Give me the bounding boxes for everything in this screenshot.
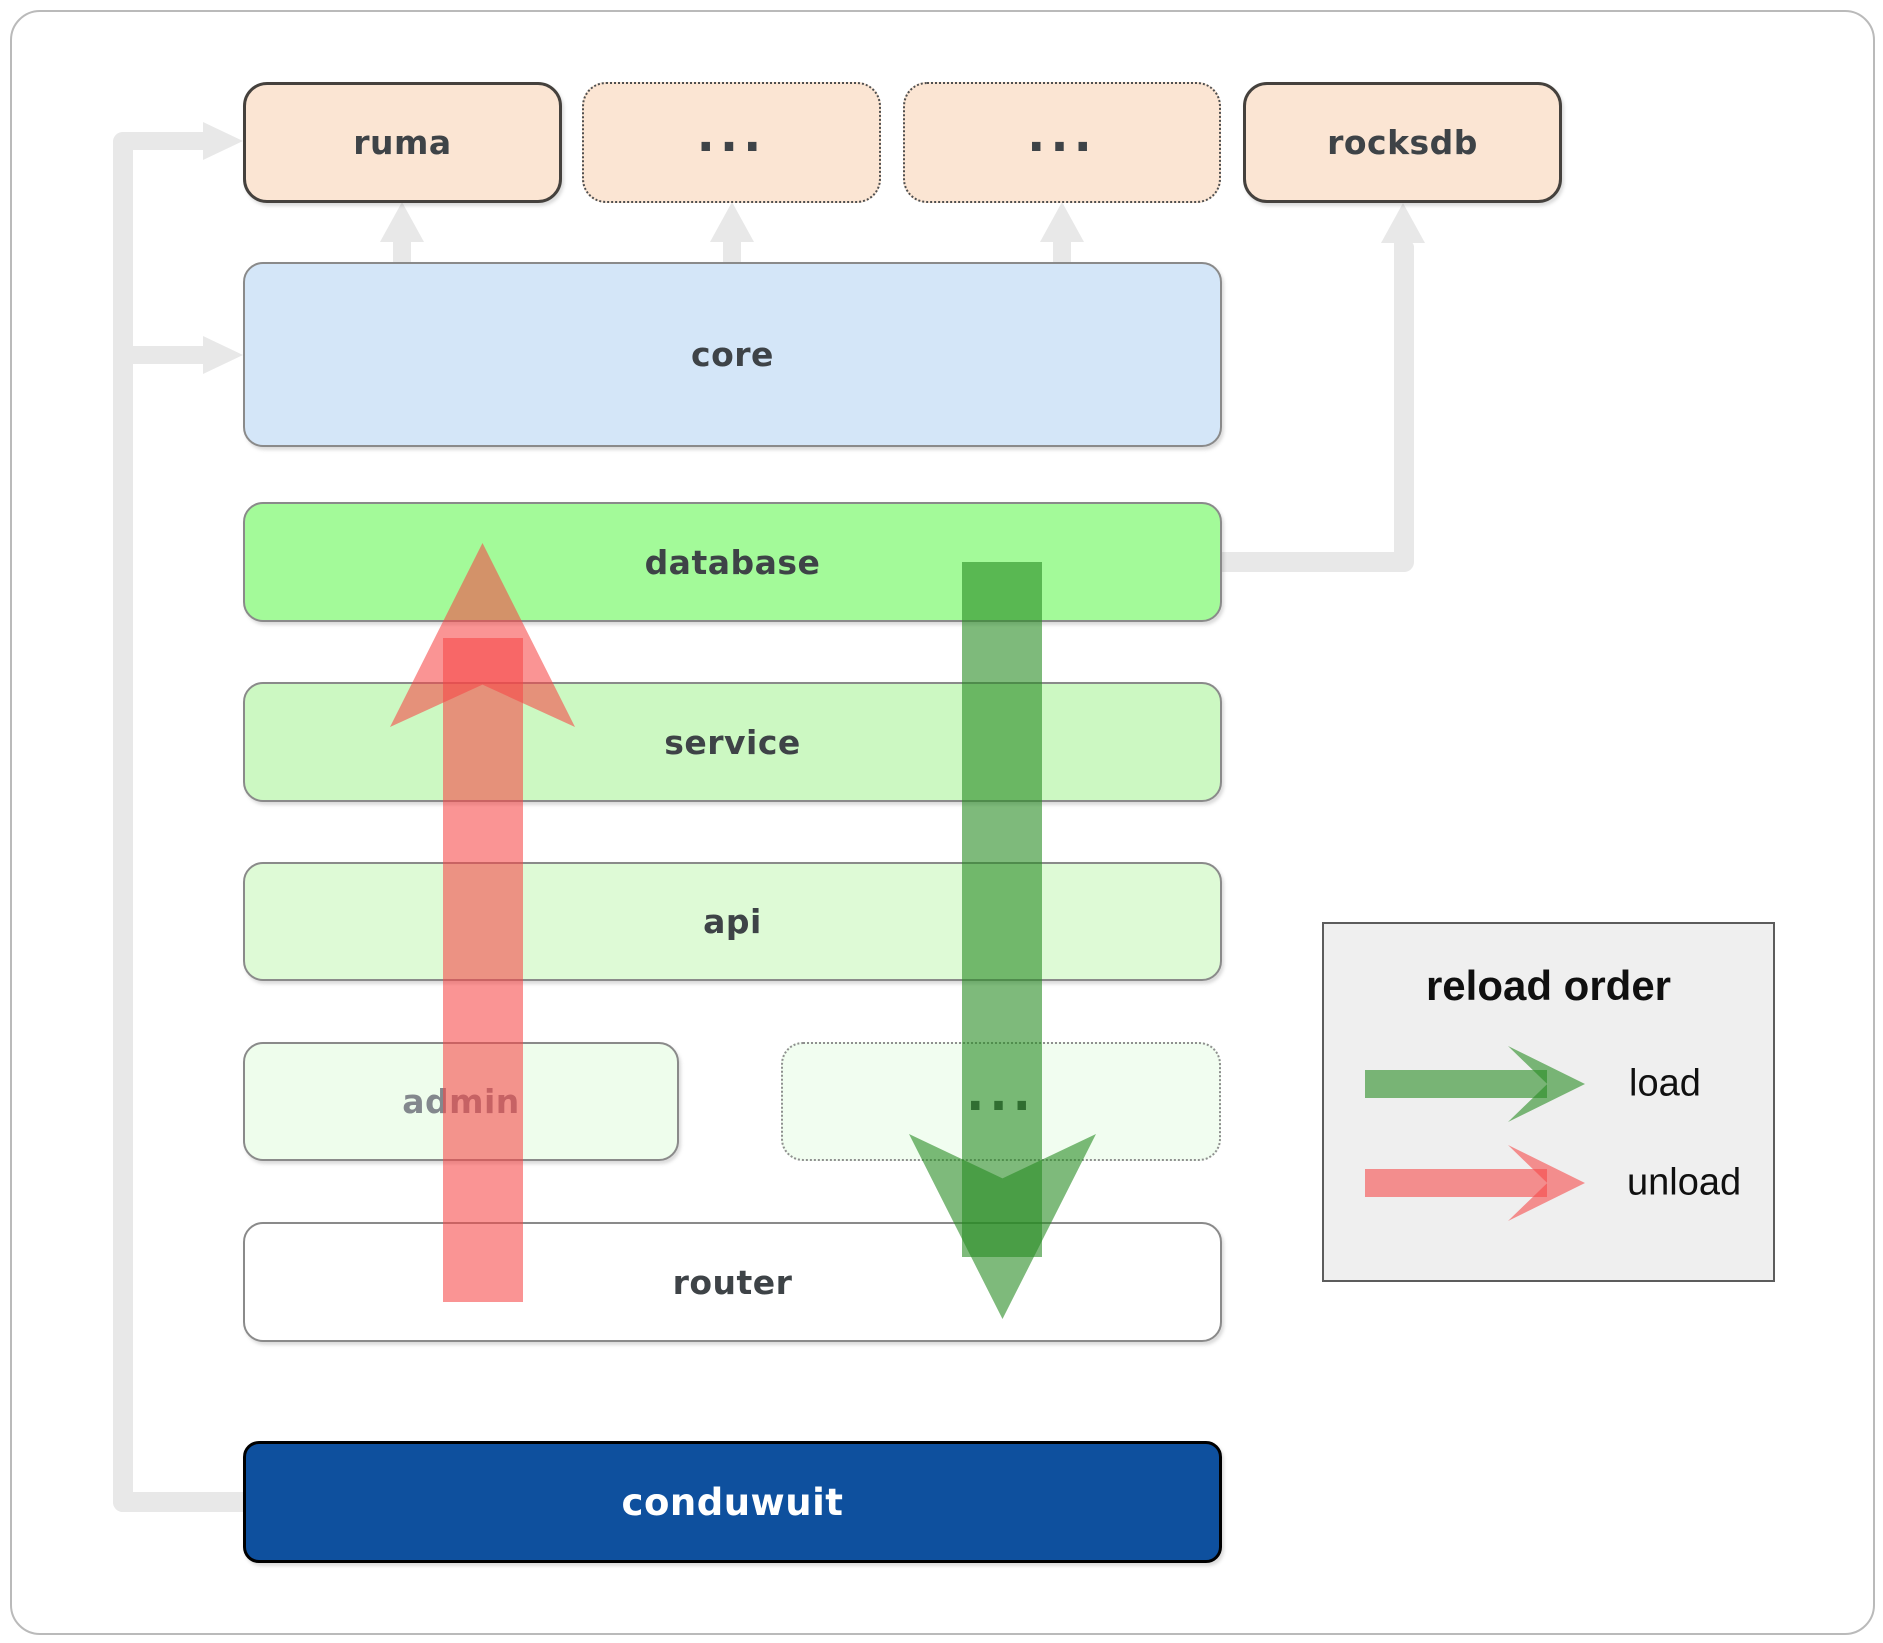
connector-conduwuit-left-line bbox=[113, 132, 133, 1512]
node-ruma: ruma bbox=[243, 82, 562, 203]
node-rocksdb: rocksdb bbox=[1243, 82, 1562, 203]
node-service-label: service bbox=[664, 722, 801, 762]
connector-from-conduwuit bbox=[113, 1492, 243, 1512]
connector-to-core bbox=[133, 346, 203, 364]
node-conduwuit-label: conduwuit bbox=[621, 1480, 844, 1524]
legend-title: reload order bbox=[1425, 962, 1672, 1009]
connector-core-to-ellipsis-1 bbox=[723, 240, 741, 263]
connector-database-to-rocksdb-horizontal bbox=[1222, 552, 1414, 572]
node-router-label: router bbox=[672, 1262, 793, 1302]
node-core-label: core bbox=[691, 335, 774, 374]
node-service: service bbox=[243, 682, 1222, 802]
node-top-ellipsis-1-label: ... bbox=[696, 106, 767, 163]
connector-core-to-ruma bbox=[393, 240, 411, 263]
connector-to-ruma bbox=[113, 132, 203, 150]
node-top-ellipsis-2: ... bbox=[903, 82, 1221, 203]
node-api-label: api bbox=[703, 902, 762, 941]
node-conduwuit: conduwuit bbox=[243, 1441, 1222, 1563]
diagram-frame bbox=[10, 10, 1875, 1635]
node-ruma-label: ruma bbox=[353, 123, 452, 162]
node-database: database bbox=[243, 502, 1222, 622]
node-rocksdb-label: rocksdb bbox=[1327, 123, 1478, 162]
node-core: core bbox=[243, 262, 1222, 447]
node-api: api bbox=[243, 862, 1222, 981]
legend-load-arrow-shaft bbox=[1365, 1070, 1547, 1098]
connector-core-to-ellipsis-2 bbox=[1053, 240, 1071, 263]
node-top-ellipsis-1: ... bbox=[582, 82, 881, 203]
legend: reload order load unload bbox=[1322, 922, 1775, 1282]
connector-database-to-rocksdb-vertical bbox=[1394, 241, 1414, 562]
load-arrow-shaft bbox=[962, 562, 1042, 1257]
unload-arrow-shaft bbox=[443, 638, 523, 1302]
legend-unload-arrow-shaft bbox=[1365, 1169, 1547, 1197]
node-top-ellipsis-2-label: ... bbox=[1027, 106, 1097, 163]
legend-load-label: load bbox=[1629, 1062, 1701, 1105]
node-database-label: database bbox=[644, 542, 821, 582]
node-router: router bbox=[243, 1222, 1222, 1342]
legend-unload-label: unload bbox=[1627, 1161, 1742, 1204]
